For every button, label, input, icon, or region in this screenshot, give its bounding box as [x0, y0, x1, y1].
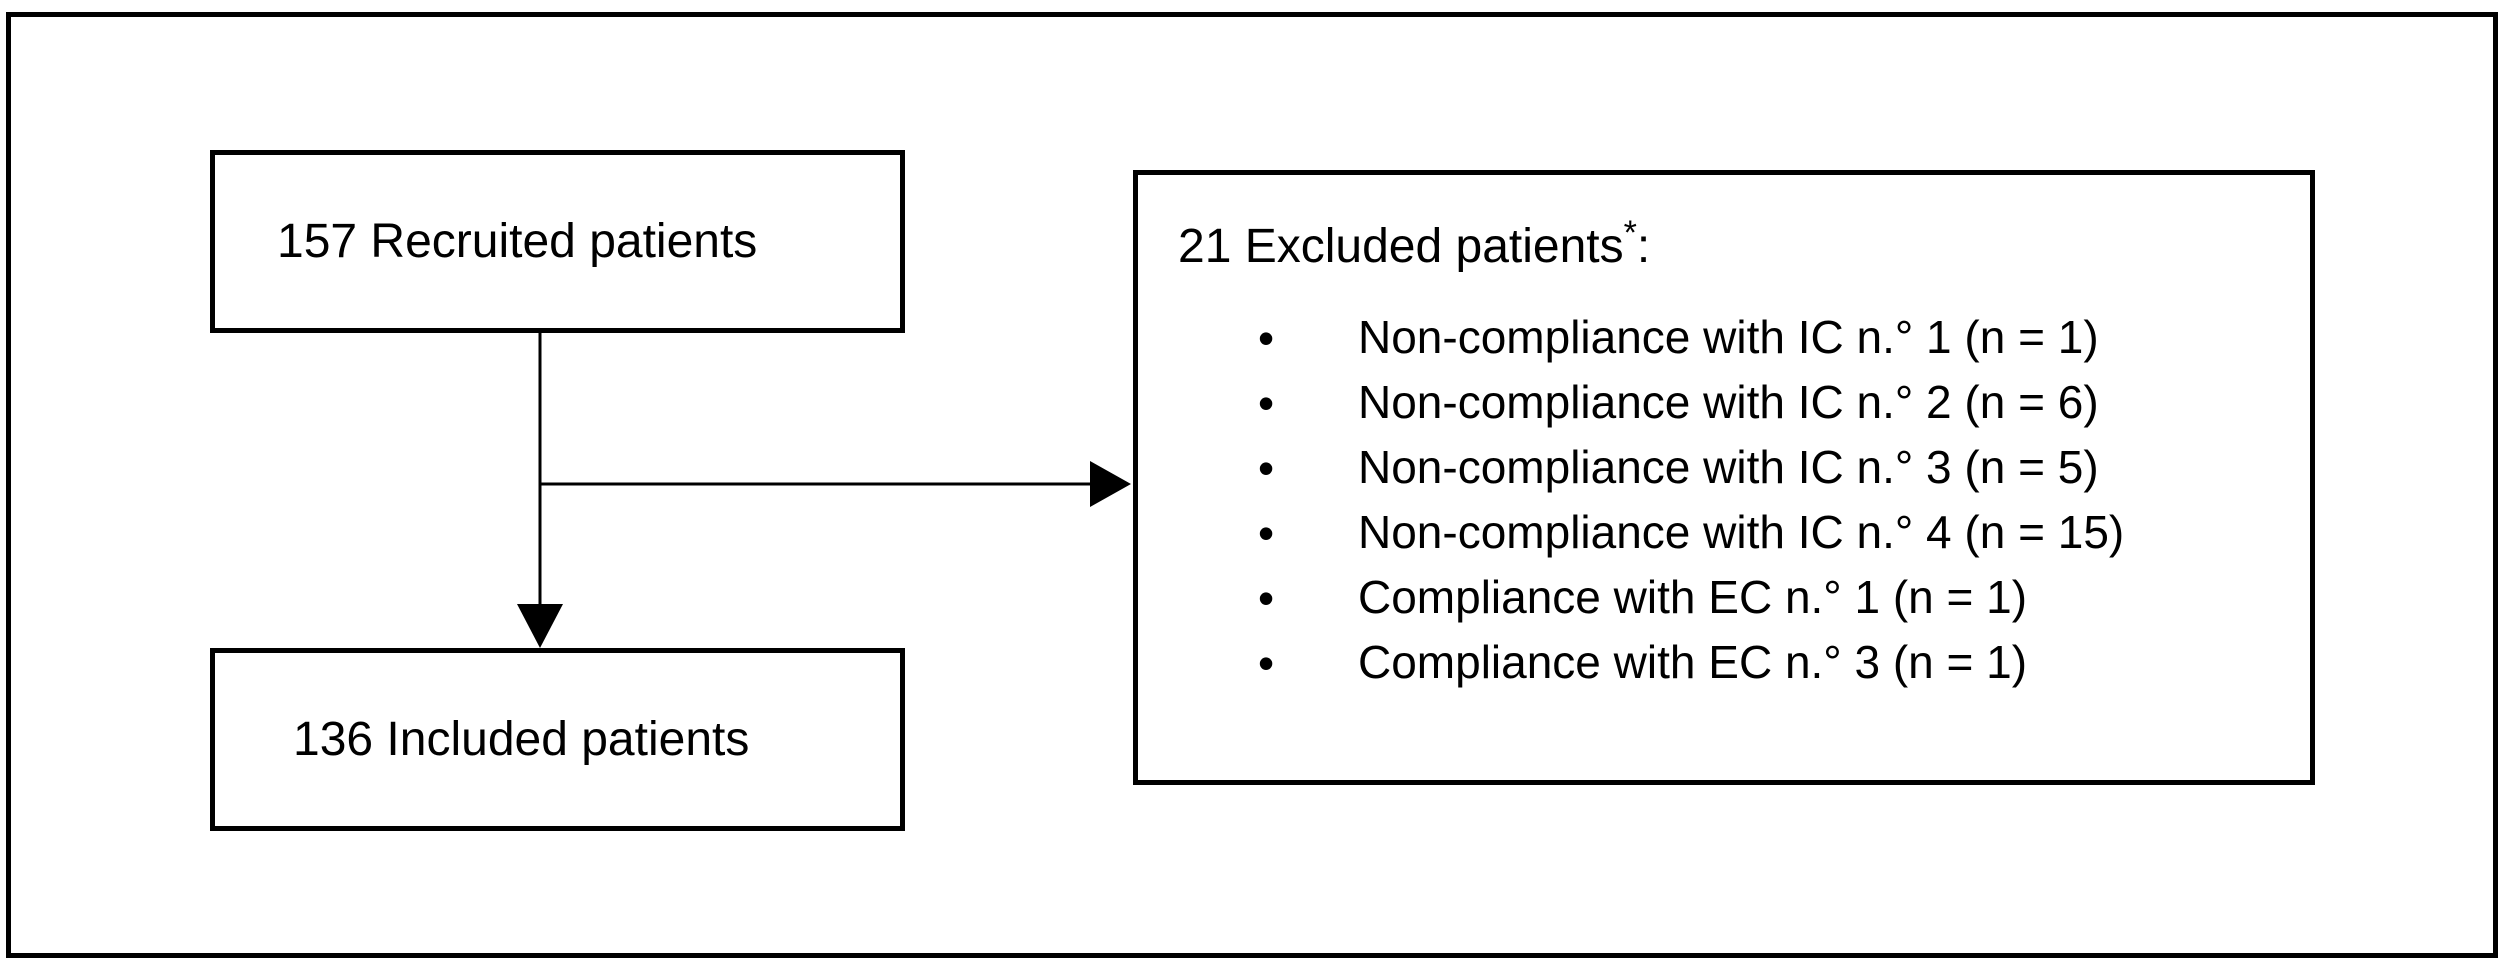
exclusion-reason-item: • Non-compliance with IC n.° 2 (n = 6)	[1178, 370, 2270, 435]
bullet-icon: •	[1258, 571, 1275, 624]
recruited-patients-label: 157 Recruited patients	[277, 214, 758, 268]
exclusion-reason-text: Compliance with EC n.° 3 (n = 1)	[1358, 636, 2028, 688]
exclusion-reason-text: Non-compliance with IC n.° 2 (n = 6)	[1358, 376, 2099, 428]
excluded-patients-title: 21 Excluded patients*:	[1178, 214, 2270, 277]
included-patients-label: 136 Included patients	[293, 712, 750, 766]
bullet-icon: •	[1258, 636, 1275, 689]
bullet-icon: •	[1258, 506, 1275, 559]
bullet-icon: •	[1258, 311, 1275, 364]
exclusion-reason-item: • Non-compliance with IC n.° 1 (n = 1)	[1178, 305, 2270, 370]
excluded-title-colon: :	[1636, 220, 1651, 273]
excluded-title-text: 21 Excluded patients	[1178, 220, 1624, 273]
asterisk-footnote-marker: *	[1623, 214, 1637, 252]
exclusion-reason-list: • Non-compliance with IC n.° 1 (n = 1) •…	[1178, 305, 2270, 695]
excluded-patients-box: 21 Excluded patients*: • Non-compliance …	[1133, 170, 2315, 785]
included-patients-box: 136 Included patients	[210, 648, 905, 831]
figure-border	[6, 12, 2498, 958]
exclusion-reason-item: • Compliance with EC n.° 1 (n = 1)	[1178, 565, 2270, 630]
exclusion-reason-item: • Non-compliance with IC n.° 3 (n = 5)	[1178, 435, 2270, 500]
bullet-icon: •	[1258, 441, 1275, 494]
exclusion-reason-text: Compliance with EC n.° 1 (n = 1)	[1358, 571, 2028, 623]
bullet-icon: •	[1258, 376, 1275, 429]
exclusion-reason-text: Non-compliance with IC n.° 1 (n = 1)	[1358, 311, 2099, 363]
exclusion-reason-text: Non-compliance with IC n.° 3 (n = 5)	[1358, 441, 2099, 493]
exclusion-reason-item: • Non-compliance with IC n.° 4 (n = 15)	[1178, 500, 2270, 565]
exclusion-reason-text: Non-compliance with IC n.° 4 (n = 15)	[1358, 506, 2125, 558]
exclusion-reason-item: • Compliance with EC n.° 3 (n = 1)	[1178, 630, 2270, 695]
recruited-patients-box: 157 Recruited patients	[210, 150, 905, 333]
